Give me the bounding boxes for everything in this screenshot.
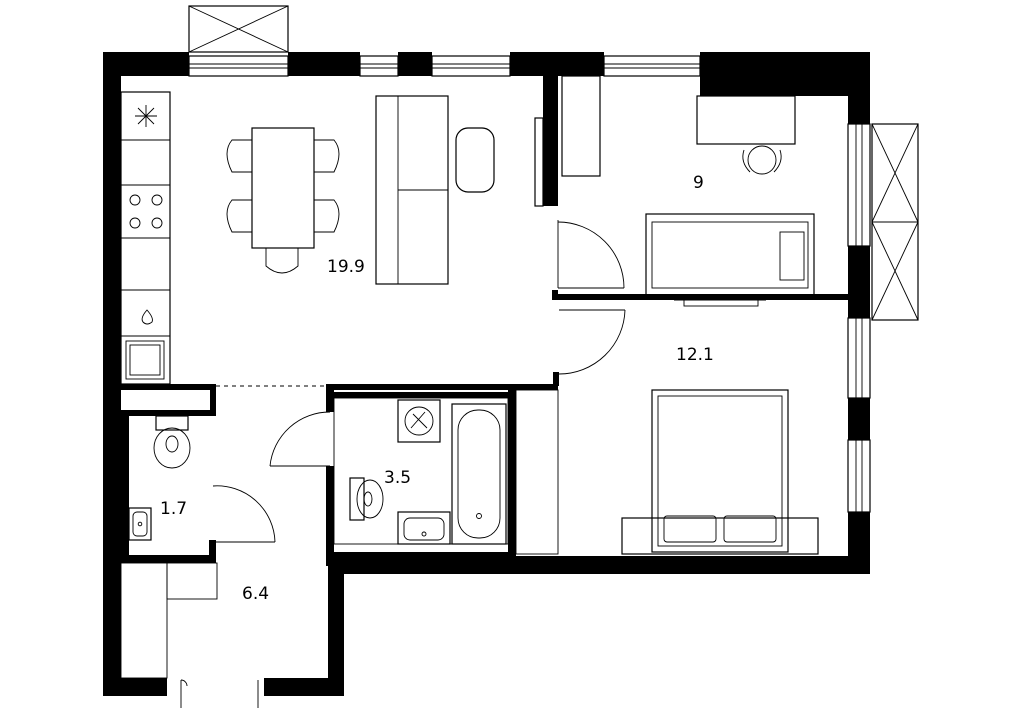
- area-label-bedroom-large: 12.1: [676, 345, 714, 365]
- kitchen: [120, 91, 171, 385]
- door-large-bedroom: [558, 309, 626, 375]
- interior-walls: [121, 76, 848, 566]
- window-top-2: [359, 55, 399, 77]
- area-label-hallway: 6.4: [242, 584, 269, 604]
- door-bathroom: [269, 411, 331, 467]
- exterior-walls: [103, 52, 870, 696]
- window-top-3: [431, 55, 511, 77]
- kitchen-sink-icon: [125, 340, 165, 380]
- balcony-right: [871, 123, 919, 321]
- hallway-wardrobe: [120, 562, 218, 679]
- small-bedroom-furniture: [561, 75, 815, 307]
- bathroom-toilet: [349, 477, 384, 521]
- door-toilet: [212, 485, 276, 543]
- window-right-2: [847, 317, 871, 399]
- window-right-1: [847, 123, 871, 247]
- dining-set: [226, 127, 340, 274]
- area-label-bathroom: 3.5: [384, 468, 411, 488]
- door-small-bedroom: [557, 220, 625, 289]
- bathroom-fixtures: [349, 399, 507, 545]
- door-entrance: [180, 679, 259, 708]
- windows: [188, 55, 871, 513]
- area-label-toilet: 1.7: [160, 499, 187, 519]
- window-top-4: [603, 55, 701, 77]
- window-top-1: [188, 55, 289, 77]
- armchair: [455, 127, 495, 193]
- washing-machine: [397, 399, 441, 443]
- wc: [153, 415, 191, 469]
- area-label-bedroom-small: 9: [693, 173, 704, 193]
- balcony-top: [188, 5, 289, 53]
- toilet-fixtures: [128, 415, 191, 541]
- snowflake-icon: [135, 105, 157, 127]
- doors: [180, 220, 626, 708]
- bathroom-sink: [397, 511, 451, 545]
- window-right-3: [847, 439, 871, 513]
- tv-living: [534, 117, 544, 207]
- double-bed: [621, 389, 819, 555]
- sofa: [375, 95, 449, 285]
- area-label-living: 19.9: [327, 257, 365, 277]
- stove-icon: [129, 194, 163, 229]
- sink-drop-icon: [141, 309, 153, 325]
- wc-sink: [128, 507, 152, 541]
- bathtub: [451, 403, 507, 545]
